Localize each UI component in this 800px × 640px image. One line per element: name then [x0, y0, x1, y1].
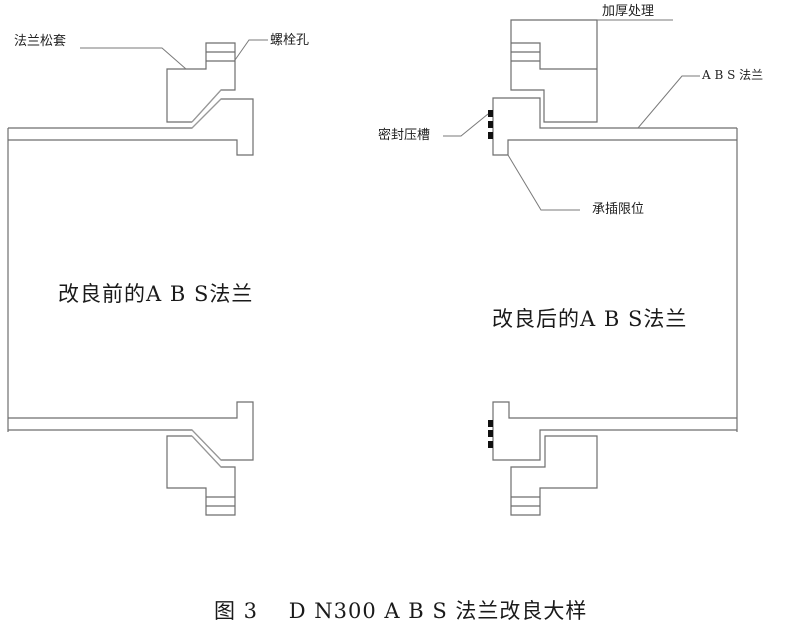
left-bottom-bolt-hole-lines [206, 496, 235, 507]
label-abs-flange: A B S 法兰 [702, 68, 764, 82]
label-seal-groove: 密封压槽 [378, 128, 431, 143]
right-bottom-flange-outline [492, 401, 737, 461]
left-flange-assembly [7, 39, 268, 516]
left-top-loose-sleeve [166, 42, 236, 123]
leader-bolt-hole [234, 39, 268, 61]
right-bottom-seal-slot [488, 420, 493, 427]
left-top-bolt-hole-lines [206, 51, 235, 62]
label-thickened: 加厚处理 [602, 4, 655, 19]
right-bottom-sleeve [510, 435, 598, 516]
left-bottom-flange-chamfer [191, 429, 222, 461]
left-top-flange-outline [8, 98, 254, 156]
right-top-thickened-sleeve [510, 19, 598, 123]
left-top-sleeve-chamfer [191, 89, 222, 123]
right-bottom-bolt-hole-lines [511, 496, 540, 507]
right-top-flange-outline [492, 97, 737, 156]
left-top-flange-chamfer [191, 98, 222, 129]
right-panel-title: 改良后的A B S法兰 [492, 307, 688, 331]
right-top-seal-slot [488, 110, 493, 117]
right-flange-assembly [443, 19, 738, 516]
left-panel-title: 改良前的A B S法兰 [58, 282, 254, 306]
right-top-seal-slot [488, 132, 493, 139]
figure-caption: 图 3 D N300 A B S 法兰改良大样 [214, 599, 588, 623]
leader-seal-groove [443, 113, 489, 137]
left-bottom-loose-sleeve [166, 435, 236, 516]
right-bottom-seal-slot [488, 430, 493, 437]
leader-loose-sleeve [80, 47, 187, 70]
leader-abs-flange [637, 75, 700, 129]
leader-socket-limit [507, 154, 580, 211]
left-bottom-sleeve-chamfer [191, 435, 222, 468]
right-bottom-seal-slot [488, 441, 493, 448]
right-top-seal-slot [488, 121, 493, 128]
label-socket-limit: 承插限位 [592, 202, 645, 217]
right-top-bolt-block [511, 42, 597, 70]
label-loose-sleeve: 法兰松套 [14, 34, 67, 49]
left-bottom-flange-outline [8, 401, 254, 461]
label-bolt-hole: 螺栓孔 [270, 33, 310, 48]
